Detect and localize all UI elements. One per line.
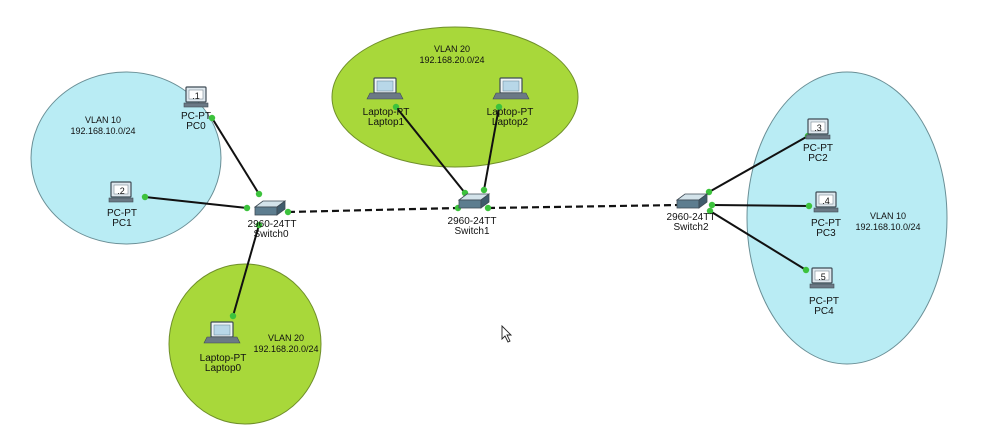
device-pc4[interactable]: .5 PC-PT PC4 (809, 267, 839, 317)
port-status-dot (802, 266, 810, 274)
device-address-label: .1 (192, 91, 200, 101)
device-address-label: .3 (814, 123, 822, 133)
device-model-label: 2960-24TT (667, 212, 716, 223)
port-status-dot (480, 186, 488, 194)
link-pc1-switch0[interactable] (144, 196, 248, 209)
device-model-label: 2960-24TT (248, 219, 297, 230)
device-name-label: PC0 (186, 121, 206, 132)
laptop-icon (203, 321, 241, 344)
port-status-dot (141, 193, 149, 201)
port-status-dot (705, 188, 713, 196)
port-status-dot (392, 103, 400, 111)
laptop-icon (492, 77, 530, 100)
device-address-label: .5 (818, 272, 826, 282)
link-laptop2-switch1[interactable] (483, 106, 500, 191)
device-pc2[interactable]: .3 PC-PT PC2 (803, 118, 833, 164)
device-model-label: PC-PT (181, 111, 211, 122)
device-model-label: Laptop-PT (363, 107, 410, 118)
zone-label-subnet: 192.168.10.0/24 (855, 222, 920, 232)
device-model-label: 2960-24TT (448, 216, 497, 227)
link-pc0-switch0[interactable] (211, 117, 260, 195)
desktop-pc-icon (108, 181, 134, 203)
switch-icon (457, 193, 491, 209)
device-pc3[interactable]: .4 PC-PT PC3 (811, 191, 841, 239)
link-laptop0-switch0[interactable] (232, 224, 260, 317)
port-status-dot (484, 204, 492, 212)
device-address-label: .2 (117, 186, 125, 196)
port-status-dot (706, 207, 714, 215)
device-pc0[interactable]: .1 PC-PT PC0 (181, 86, 211, 132)
device-name-label: Laptop1 (368, 117, 405, 128)
switch-icon (253, 200, 287, 216)
zone-label-name: VLAN 10 (85, 115, 121, 125)
desktop-pc-icon (813, 191, 839, 213)
zone-label-subnet: 192.168.10.0/24 (70, 126, 135, 136)
zone-label-subnet: 192.168.20.0/24 (419, 55, 484, 65)
device-name-label: Switch1 (454, 226, 489, 237)
zones-layer: VLAN 10 192.168.10.0/24 VLAN 20 192.168.… (30, 26, 948, 425)
device-laptop2[interactable]: Laptop-PT Laptop2 (487, 77, 534, 128)
port-status-dot (255, 190, 263, 198)
device-switch1[interactable]: 2960-24TT Switch1 (448, 193, 497, 237)
device-name-label: Switch0 (253, 229, 288, 240)
device-name-label: PC3 (816, 228, 836, 239)
device-model-label: PC-PT (107, 208, 137, 219)
port-status-dot (284, 208, 292, 216)
device-pc1[interactable]: .2 PC-PT PC1 (107, 181, 137, 229)
device-name-label: Laptop2 (492, 117, 529, 128)
device-model-label: Laptop-PT (487, 107, 534, 118)
device-name-label: PC2 (808, 153, 828, 164)
zone-top-vlan20[interactable] (331, 26, 579, 168)
mouse-cursor-icon (501, 324, 513, 343)
port-status-dot (243, 204, 251, 212)
zone-bottom-vlan20[interactable] (168, 263, 322, 425)
device-name-label: Switch2 (673, 222, 708, 233)
zone-label-name: VLAN 10 (870, 211, 906, 221)
port-status-dot (255, 221, 263, 229)
device-address-label: .4 (822, 196, 830, 206)
device-model-label: Laptop-PT (200, 353, 247, 364)
zone-right-vlan10[interactable] (746, 71, 948, 365)
zone-label-subnet: 192.168.20.0/24 (253, 344, 318, 354)
switch-icon (675, 193, 709, 209)
link-switch0-switch1[interactable] (287, 206, 459, 214)
zone-label-name: VLAN 20 (434, 44, 470, 54)
desktop-pc-icon (809, 267, 835, 289)
link-switch1-switch2[interactable] (487, 203, 681, 210)
port-status-dot (229, 312, 237, 320)
port-status-dot (208, 114, 216, 122)
laptop-icon (366, 77, 404, 100)
device-model-label: PC-PT (809, 296, 839, 307)
device-name-label: PC1 (112, 218, 132, 229)
link-laptop1-switch1[interactable] (395, 106, 466, 194)
link-switch2-pc3[interactable] (711, 204, 810, 207)
link-switch2-pc4[interactable] (709, 210, 807, 271)
desktop-pc-icon (805, 118, 831, 140)
port-status-dot (708, 201, 716, 209)
port-status-dot (805, 202, 813, 210)
device-model-label: PC-PT (811, 218, 841, 229)
device-laptop1[interactable]: Laptop-PT Laptop1 (363, 77, 410, 128)
zone-label-name: VLAN 20 (268, 333, 304, 343)
desktop-pc-icon (183, 86, 209, 108)
device-model-label: PC-PT (803, 143, 833, 154)
device-switch0[interactable]: 2960-24TT Switch0 (248, 200, 297, 240)
device-laptop0[interactable]: Laptop-PT Laptop0 (200, 321, 247, 374)
device-name-label: Laptop0 (205, 363, 242, 374)
port-status-dot (495, 103, 503, 111)
devices-layer: .1 PC-PT PC0 .2 PC-PT PC1 Laptop-PT Lapt… (107, 77, 841, 374)
links-layer (141, 103, 813, 320)
device-switch2[interactable]: 2960-24TT Switch2 (667, 193, 716, 233)
link-switch2-pc2[interactable] (708, 135, 809, 193)
device-name-label: PC4 (814, 306, 834, 317)
